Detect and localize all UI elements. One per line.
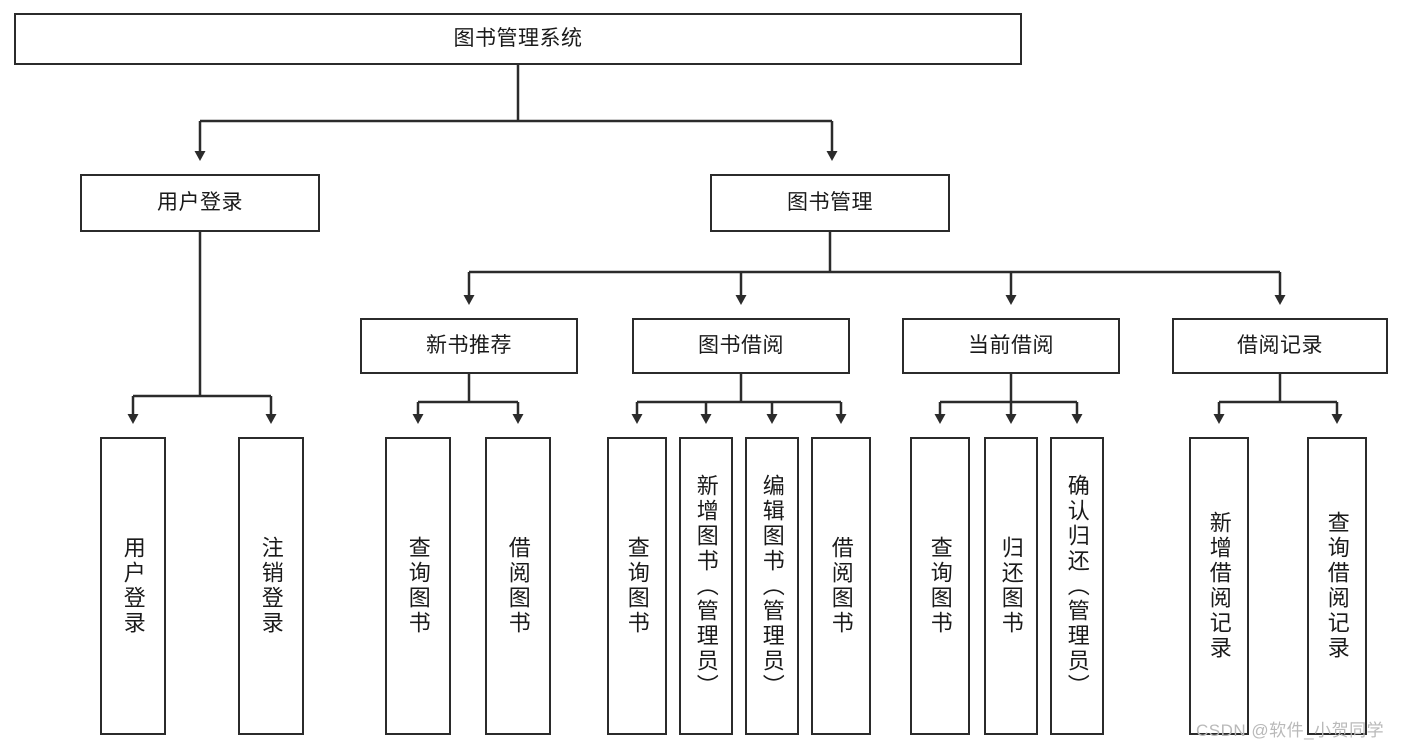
node-leaf-query-record[interactable]: 查询借阅记录 [1307, 437, 1367, 735]
node-user-login[interactable]: 用户登录 [80, 174, 320, 232]
node-leaf-query-book-2-label: 查询图书 [624, 536, 650, 636]
node-root-label: 图书管理系统 [453, 26, 583, 50]
node-leaf-return-book-label: 归还图书 [998, 536, 1024, 636]
node-leaf-query-book-3-label: 查询图书 [927, 536, 953, 636]
node-new-book-recommend[interactable]: 新书推荐 [360, 318, 578, 374]
node-leaf-user-login[interactable]: 用户登录 [100, 437, 166, 735]
node-new-book-recommend-label: 新书推荐 [426, 333, 512, 357]
node-leaf-add-book-label: 新增图书（管理员） [693, 473, 719, 699]
node-user-login-label: 用户登录 [157, 190, 243, 214]
node-current-borrow[interactable]: 当前借阅 [902, 318, 1120, 374]
node-leaf-add-record-label: 新增借阅记录 [1206, 511, 1232, 661]
node-borrow-record[interactable]: 借阅记录 [1172, 318, 1388, 374]
node-leaf-borrow-book-1-label: 借阅图书 [505, 536, 531, 636]
node-leaf-query-book-1[interactable]: 查询图书 [385, 437, 451, 735]
node-current-borrow-label: 当前借阅 [968, 333, 1054, 357]
node-book-borrow-label: 图书借阅 [698, 333, 784, 357]
node-leaf-query-book-3[interactable]: 查询图书 [910, 437, 970, 735]
node-borrow-record-label: 借阅记录 [1237, 333, 1323, 357]
node-leaf-user-logout[interactable]: 注销登录 [238, 437, 304, 735]
node-leaf-return-book[interactable]: 归还图书 [984, 437, 1038, 735]
node-leaf-confirm-return[interactable]: 确认归还（管理员） [1050, 437, 1104, 735]
node-leaf-borrow-book-1[interactable]: 借阅图书 [485, 437, 551, 735]
node-leaf-user-logout-label: 注销登录 [258, 536, 284, 636]
node-book-manage[interactable]: 图书管理 [710, 174, 950, 232]
node-book-manage-label: 图书管理 [787, 190, 873, 214]
node-leaf-query-book-2[interactable]: 查询图书 [607, 437, 667, 735]
node-book-borrow[interactable]: 图书借阅 [632, 318, 850, 374]
node-leaf-borrow-book-2[interactable]: 借阅图书 [811, 437, 871, 735]
node-leaf-add-record[interactable]: 新增借阅记录 [1189, 437, 1249, 735]
node-leaf-edit-book-label: 编辑图书（管理员） [759, 473, 785, 699]
node-leaf-add-book[interactable]: 新增图书（管理员） [679, 437, 733, 735]
node-leaf-edit-book[interactable]: 编辑图书（管理员） [745, 437, 799, 735]
csdn-watermark: CSDN @软件_小贺同学 [1196, 721, 1385, 740]
node-leaf-borrow-book-2-label: 借阅图书 [828, 536, 854, 636]
node-leaf-query-book-1-label: 查询图书 [405, 536, 431, 636]
node-root[interactable]: 图书管理系统 [14, 13, 1022, 65]
node-leaf-user-login-label: 用户登录 [120, 536, 146, 636]
node-leaf-query-record-label: 查询借阅记录 [1324, 511, 1350, 661]
node-leaf-confirm-return-label: 确认归还（管理员） [1064, 473, 1090, 699]
